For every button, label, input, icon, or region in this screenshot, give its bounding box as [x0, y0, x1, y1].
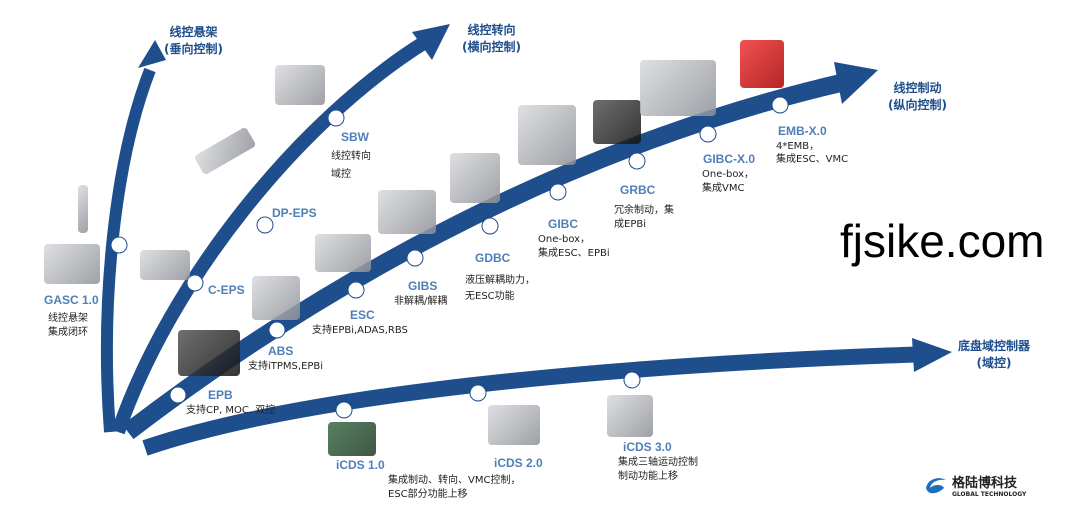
node-gibc-x [699, 125, 717, 143]
epb-product-image [178, 330, 240, 376]
grbc-product-image [593, 100, 641, 144]
gibc-x-label: GIBC-X.0 [703, 152, 756, 166]
sbw-desc: 线控转向域控 [331, 151, 371, 180]
grbc-desc: 冗余制动，集成EPBi [614, 205, 674, 230]
company-logo: 格陆博科技 GLOBAL TECHNOLOGY [922, 472, 1026, 498]
emb-desc: 4*EMB，集成ESC、VMC [776, 141, 849, 165]
dp-eps-label: DP-EPS [272, 206, 317, 220]
arrow-domain [142, 346, 931, 456]
node-icds2 [469, 384, 487, 402]
icds2-label: iCDS 2.0 [494, 456, 543, 470]
watermark: fjsike.com [840, 215, 1045, 267]
epb-label: EPB [208, 388, 233, 402]
axis-lateral-label: 线控转向(横向控制) [462, 23, 521, 54]
arrowhead-domain [912, 338, 952, 372]
gasc-product-image [44, 244, 100, 284]
c-eps-product-image [140, 250, 190, 280]
icds1-desc: 集成制动、转向、VMC控制，ESC部分功能上移 [388, 475, 521, 500]
arrow-vertical [100, 67, 156, 433]
node-icds3 [623, 371, 641, 389]
node-emb [771, 96, 789, 114]
icds1-label: iCDS 1.0 [336, 458, 385, 472]
node-icds1 [335, 401, 353, 419]
arrowhead-longitudinal [834, 62, 878, 104]
abs-product-image [252, 276, 300, 320]
arrow-lateral [111, 36, 429, 435]
sbw-label: SBW [341, 130, 369, 144]
abs-desc: 支持iTPMS,EPBi [248, 361, 324, 372]
node-gibc [549, 183, 567, 201]
abs-label: ABS [268, 344, 294, 358]
logo-swirl-icon [926, 478, 946, 494]
node-gibs [406, 249, 424, 267]
gibc-label: GIBC [548, 217, 578, 231]
gibc-desc: One-box，集成ESC、EPBi [538, 234, 610, 259]
logo-text-cn: 格陆博科技 [952, 476, 1018, 491]
epb-desc: 支持CP, MOC, 双控 [186, 405, 276, 416]
node-gasc [110, 236, 128, 254]
node-grbc [628, 152, 646, 170]
node-c-eps [186, 274, 204, 292]
node-dp-eps [256, 216, 274, 234]
gibs-label: GIBS [408, 279, 438, 293]
icds2-product-image [488, 405, 540, 445]
logo-text-en: GLOBAL TECHNOLOGY [952, 491, 1027, 498]
emb-product-image [740, 40, 784, 88]
node-abs [268, 321, 286, 339]
gibs-product-image [378, 190, 436, 234]
esc-label: ESC [350, 308, 375, 322]
gibc-x-product-image [640, 60, 716, 116]
emb-label: EMB-X.0 [778, 124, 827, 138]
esc-product-image [315, 234, 371, 272]
gasc-desc: 线控悬架集成闭环 [48, 313, 88, 338]
axis-longitudinal-label: 线控制动(纵向控制) [888, 81, 947, 112]
gasc-label: GASC 1.0 [44, 293, 99, 307]
air-spring-image [78, 185, 88, 233]
esc-desc: 支持EPBi,ADAS,RBS [312, 325, 408, 336]
icds3-label: iCDS 3.0 [623, 440, 672, 454]
gibs-desc: 非解耦/解耦 [394, 296, 448, 307]
c-eps-label: C-EPS [208, 283, 245, 297]
grbc-label: GRBC [620, 183, 656, 197]
gdbc-desc: 液压解耦助力，无ESC功能 [465, 275, 535, 302]
node-esc [347, 281, 365, 299]
sbw-product-image [275, 65, 325, 105]
node-sbw [327, 109, 345, 127]
icds3-desc: 集成三轴运动控制制动功能上移 [618, 457, 698, 482]
arrowhead-lateral [412, 24, 450, 60]
axis-vertical-label: 线控悬架(垂向控制) [164, 25, 223, 56]
icds3-product-image [607, 395, 653, 437]
gdbc-label: GDBC [475, 251, 511, 265]
arrowhead-vertical [138, 40, 166, 68]
icds1-product-image [328, 422, 376, 456]
gdbc-product-image [450, 153, 500, 203]
gibc-product-image [518, 105, 576, 165]
node-gdbc [481, 217, 499, 235]
node-epb [169, 386, 187, 404]
gibc-x-desc: One-box，集成VMC [702, 169, 755, 194]
axis-domain-label: 底盘域控制器(域控) [958, 339, 1031, 370]
